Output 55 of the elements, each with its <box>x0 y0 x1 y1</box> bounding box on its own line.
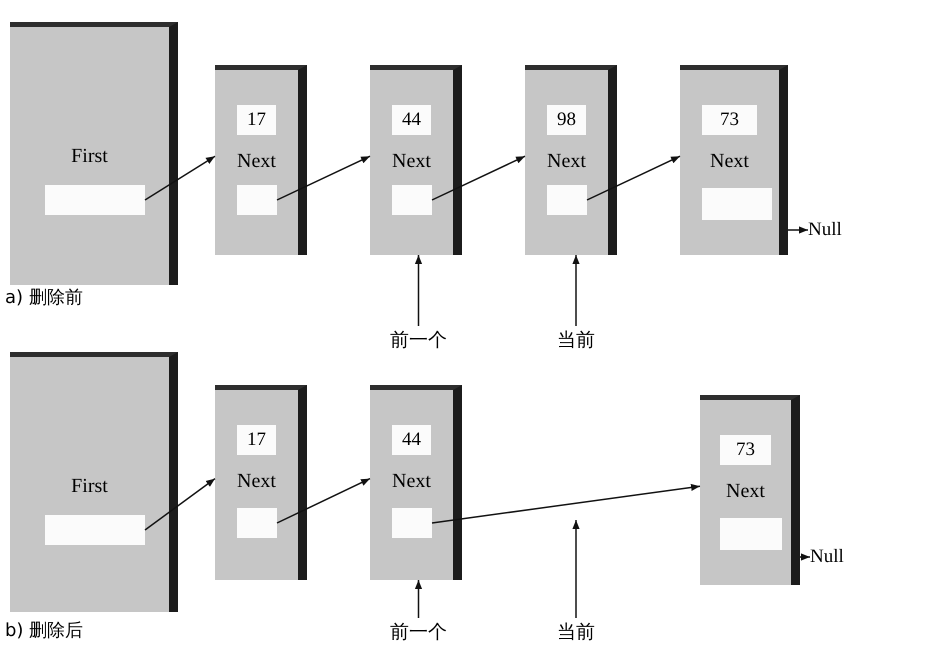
node-box <box>700 395 800 585</box>
pointer-field <box>45 515 145 545</box>
pointer-field <box>547 185 587 215</box>
value-box: 73 <box>702 105 757 135</box>
node-box <box>10 22 178 285</box>
value-box: 44 <box>392 425 431 455</box>
arrow <box>800 553 810 561</box>
arrow <box>276 478 370 524</box>
field-label: Next <box>710 150 749 173</box>
pointer-label: 当前 <box>557 328 595 354</box>
arrow <box>788 226 808 234</box>
field-label: Next <box>392 470 431 493</box>
node-box <box>370 385 462 580</box>
node-box <box>10 352 178 612</box>
value-box: 73 <box>720 435 771 465</box>
node-box <box>525 65 617 255</box>
arrow <box>572 255 580 326</box>
value-box: 44 <box>392 105 431 135</box>
field-label: First <box>71 475 108 498</box>
value-box: 17 <box>237 105 276 135</box>
pointer-field <box>237 508 277 538</box>
field-label: Next <box>237 470 276 493</box>
pointer-field <box>45 185 145 215</box>
pointer-label: 前一个 <box>390 328 447 354</box>
value-box: 17 <box>237 425 276 455</box>
arrow <box>414 580 422 618</box>
arrow <box>586 156 680 201</box>
field-label: Next <box>392 150 431 173</box>
caption-label: b) 删除后 <box>5 619 84 642</box>
arrow <box>432 484 700 524</box>
pointer-label: 前一个 <box>390 620 447 646</box>
pointer-label: Null <box>810 544 844 570</box>
field-label: First <box>71 145 108 168</box>
arrow <box>414 255 422 326</box>
field-label: Next <box>726 480 765 503</box>
pointer-field <box>392 185 432 215</box>
pointer-field <box>392 508 432 538</box>
node-box <box>680 65 788 255</box>
value-box: 98 <box>547 105 586 135</box>
arrow <box>144 478 216 531</box>
arrow <box>432 156 526 201</box>
pointer-label: 当前 <box>557 620 595 646</box>
arrow <box>276 156 370 201</box>
node-box <box>370 65 462 255</box>
field-label: Next <box>547 150 586 173</box>
pointer-field <box>720 518 782 550</box>
caption-label: a) 删除前 <box>5 286 83 309</box>
field-label: Next <box>237 150 276 173</box>
pointer-field <box>702 188 772 220</box>
node-box <box>215 385 307 580</box>
arrow <box>572 520 580 618</box>
pointer-field <box>237 185 277 215</box>
pointer-label: Null <box>808 217 842 243</box>
node-box <box>215 65 307 255</box>
arrow <box>144 156 216 201</box>
